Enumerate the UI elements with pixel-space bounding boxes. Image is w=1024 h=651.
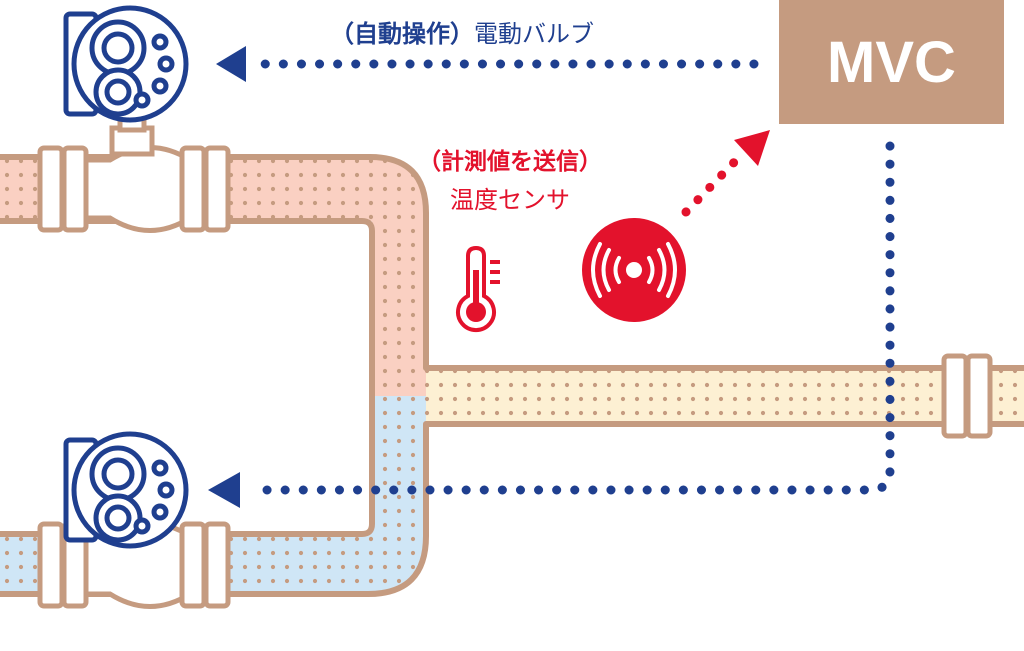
mvc-controller-box: MVC: [779, 0, 1004, 124]
arrowhead-bottom: [208, 472, 240, 508]
wireless-signal-icon: [582, 218, 686, 322]
signal-line-bottom: [253, 141, 895, 495]
valve-mode-text: （自動操作）: [330, 20, 474, 48]
thermometer-icon: [456, 245, 500, 333]
top-valve-body: [37, 113, 231, 233]
sensor-name-label: 温度センサ: [450, 186, 570, 214]
pipe-outline-inner: [0, 218, 375, 537]
right-flange: [941, 353, 993, 439]
pipe-outline-lower: [0, 421, 1024, 597]
valve-label: （自動操作）電動バルブ: [330, 14, 594, 49]
pipe-outline-outer: [0, 154, 1024, 371]
motorized-valve-actuator-icon: [63, 431, 189, 549]
mvc-label: MVC: [827, 29, 956, 95]
control-signal-lines: [253, 59, 895, 495]
motorized-valve-actuator-icon: [63, 5, 189, 123]
arrowhead-red: [734, 130, 770, 166]
valve-name-text: 電動バルブ: [474, 20, 594, 48]
sensor-action-label: （計測値を送信）: [418, 149, 602, 175]
arrowhead-top: [216, 46, 246, 82]
measurement-signal-line: [681, 147, 749, 217]
